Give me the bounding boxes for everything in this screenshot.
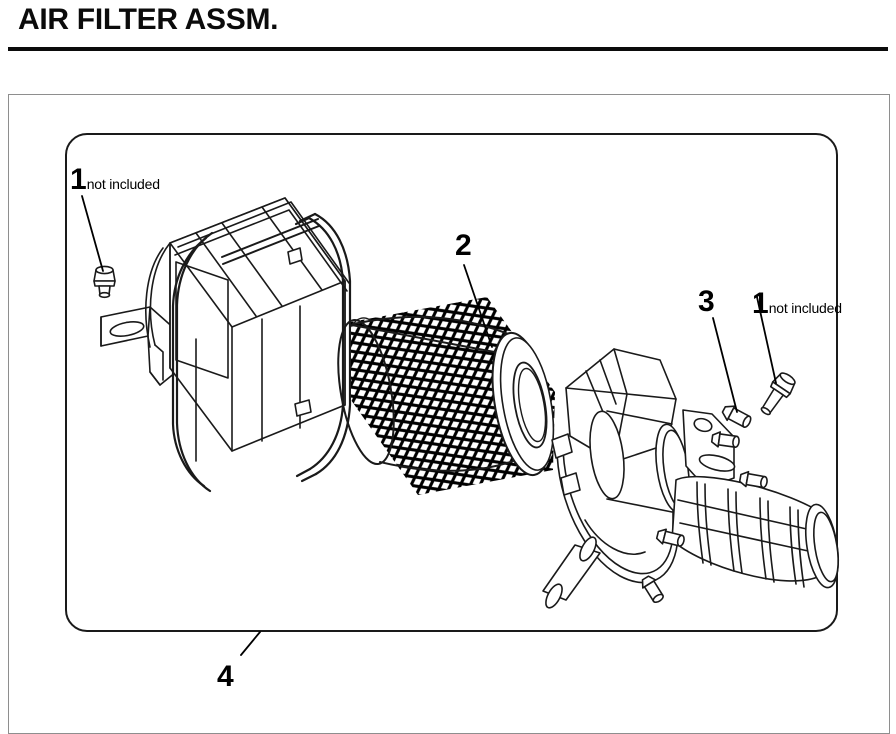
callout-number: 1 xyxy=(752,287,769,320)
title-bar: AIR FILTER ASSM. xyxy=(0,0,896,62)
callout-number: 1 xyxy=(70,163,87,196)
callout-note: not included xyxy=(86,176,160,192)
callout-label-1-left: 1not included xyxy=(70,165,160,195)
callout-number: 4 xyxy=(217,660,234,693)
callout-number: 2 xyxy=(455,229,472,262)
callout-label-1-right: 1not included xyxy=(752,289,842,319)
assembly-boundary-box xyxy=(65,133,838,632)
title-underline-rule xyxy=(8,47,888,51)
callout-label-4: 4 xyxy=(217,662,234,692)
page-title: AIR FILTER ASSM. xyxy=(18,3,279,36)
callout-label-2: 2 xyxy=(455,231,472,261)
callout-note: not included xyxy=(768,300,842,316)
callout-number: 3 xyxy=(698,285,715,318)
callout-label-3: 3 xyxy=(698,287,715,317)
